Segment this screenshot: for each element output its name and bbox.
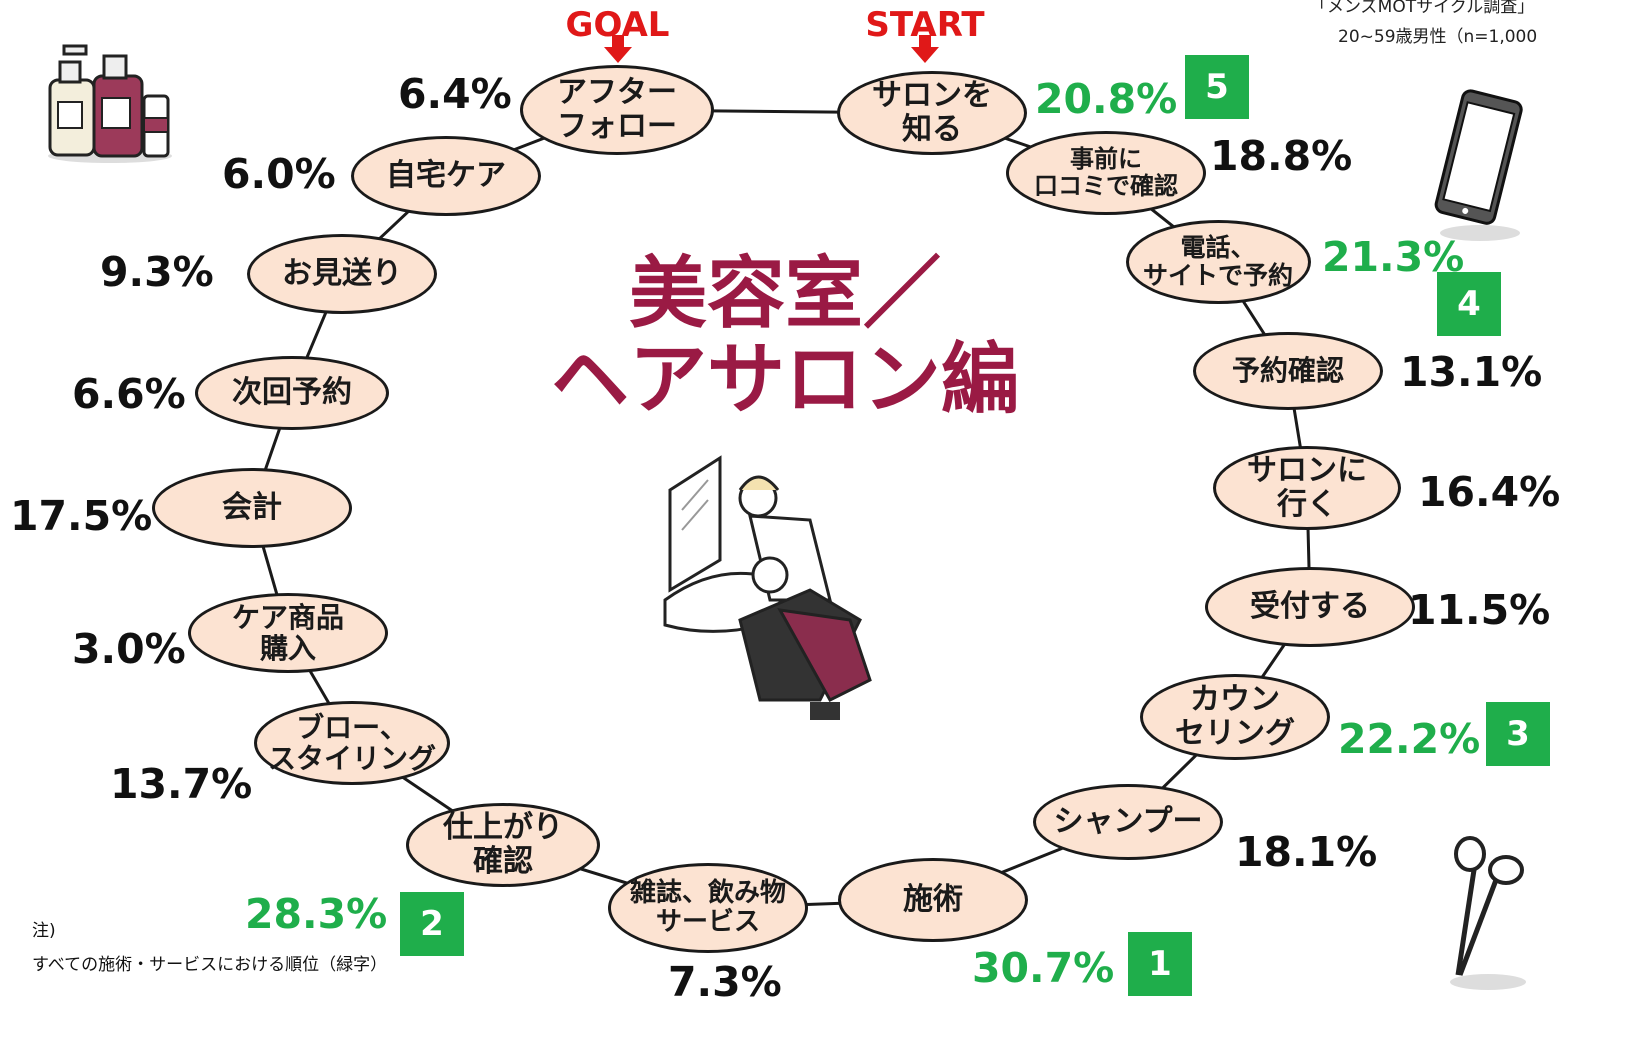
step-node: カウン セリング — [1140, 674, 1330, 760]
step-label: 雑誌、飲み物 サービス — [629, 877, 786, 937]
step-node: お見送り — [247, 234, 437, 314]
step-label: お見送り — [282, 256, 402, 292]
step-node: 自宅ケア — [351, 136, 541, 216]
step-label: 受付する — [1250, 589, 1370, 625]
step-percentage: 28.3% — [245, 890, 388, 938]
rank-badge: 5 — [1185, 55, 1249, 119]
step-node: 会計 — [152, 468, 352, 548]
step-label: 自宅ケア — [386, 158, 506, 194]
step-percentage: 30.7% — [972, 944, 1115, 992]
step-label: サロンに 行く — [1247, 453, 1367, 522]
goal-arrow-icon — [603, 35, 632, 63]
step-node: 施術 — [838, 858, 1028, 942]
step-node: 仕上がり 確認 — [406, 803, 600, 887]
step-node: 予約確認 — [1193, 332, 1383, 410]
goal-marker: GOAL — [560, 5, 675, 63]
step-percentage: 3.0% — [72, 625, 186, 673]
rank-badge: 4 — [1437, 272, 1501, 336]
step-percentage: 6.0% — [222, 150, 336, 198]
step-node: 受付する — [1205, 567, 1415, 647]
start-marker: START — [860, 5, 990, 63]
step-label: サロンを 知る — [872, 78, 992, 147]
hairdresser-shampoo-illustration-icon — [663, 455, 872, 720]
source-line-2: 20~59歳男性（n=1,000 — [1338, 27, 1538, 47]
hair-care-bottles-icon — [48, 44, 172, 163]
step-label: シャンプー — [1053, 804, 1203, 840]
step-percentage: 11.5% — [1408, 586, 1551, 634]
step-node: 電話、 サイトで予約 — [1125, 220, 1311, 304]
step-label: 仕上がり 確認 — [443, 810, 563, 879]
step-percentage: 18.8% — [1210, 132, 1353, 180]
step-label: アフター フォロー — [557, 75, 677, 144]
step-percentage: 22.2% — [1338, 715, 1481, 763]
rank-badge: 1 — [1128, 932, 1192, 996]
note-text: すべての施術・サービスにおける順位（緑字） — [32, 955, 388, 975]
rank-badge: 3 — [1486, 702, 1550, 766]
note-label: 注) — [32, 921, 56, 941]
step-percentage: 18.1% — [1235, 828, 1378, 876]
step-label: 電話、 サイトで予約 — [1142, 233, 1293, 290]
step-percentage: 9.3% — [100, 248, 214, 296]
step-label: 次回予約 — [232, 375, 352, 411]
page-title: 美容室／ ヘアサロン編 — [550, 249, 1019, 425]
step-label: 会計 — [222, 490, 282, 526]
step-label: 予約確認 — [1231, 354, 1344, 388]
scissors-icon — [1450, 836, 1526, 990]
step-percentage: 17.5% — [10, 492, 153, 540]
step-percentage: 16.4% — [1418, 468, 1561, 516]
step-node: シャンプー — [1033, 784, 1223, 860]
rank-badge: 2 — [400, 892, 464, 956]
step-label: ブロー、 スタイリング — [267, 710, 436, 775]
step-percentage: 6.4% — [398, 70, 512, 118]
step-node: サロンに 行く — [1213, 446, 1401, 530]
smartphone-icon — [1434, 89, 1523, 241]
step-label: 施術 — [903, 882, 963, 918]
step-percentage: 13.7% — [110, 760, 253, 808]
step-node: ブロー、 スタイリング — [254, 701, 450, 785]
step-node: ケア商品 購入 — [188, 593, 388, 673]
step-node: アフター フォロー — [520, 65, 714, 155]
step-percentage: 6.6% — [72, 370, 186, 418]
step-percentage: 7.3% — [668, 958, 782, 1006]
step-node: 事前に 口コミで確認 — [1006, 131, 1206, 215]
source-line-1: 「メンズMOTサイクル調査」 — [1310, 0, 1535, 17]
step-label: カウン セリング — [1175, 682, 1295, 751]
step-percentage: 20.8% — [1035, 75, 1178, 123]
step-percentage: 13.1% — [1400, 348, 1543, 396]
step-node: 雑誌、飲み物 サービス — [608, 863, 808, 953]
step-node: 次回予約 — [195, 356, 389, 430]
step-node: サロンを 知る — [837, 71, 1027, 155]
start-arrow-icon — [911, 35, 939, 63]
step-label: 事前に 口コミで確認 — [1034, 145, 1178, 200]
step-label: ケア商品 購入 — [231, 600, 344, 665]
